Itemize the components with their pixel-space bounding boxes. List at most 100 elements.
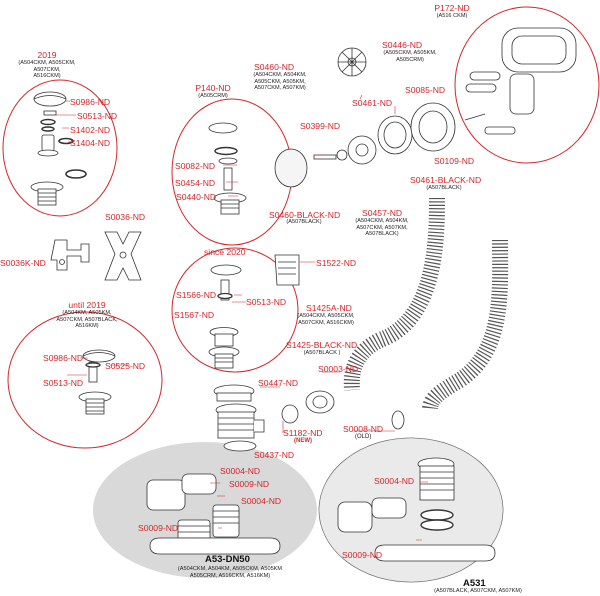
label-s0003: S0003-ND	[318, 364, 359, 374]
s0008-old-tag: (OLD)	[355, 434, 372, 440]
label-s0461: S0461-ND	[352, 98, 393, 108]
group-circle-since-2020	[171, 247, 299, 373]
s1425-black-variant: (A507BLACK )	[303, 350, 341, 356]
label-s0036k: S0036K-ND	[0, 258, 46, 268]
label-s0446: S0446-ND	[382, 40, 423, 50]
hose-short	[422, 239, 509, 411]
label-s1425-black: S1425-BLACK-ND	[286, 340, 358, 350]
label-s0454: S0454-ND	[175, 178, 216, 188]
label-s0437: S0437-ND	[254, 450, 295, 460]
group-until-2019-variant-3: A516KM)	[75, 323, 99, 330]
part-key-s1522	[274, 254, 300, 286]
label-s0440: S0440-ND	[176, 192, 217, 202]
label-s0399: S0399-ND	[300, 121, 341, 131]
part-drain-body-until-2019	[78, 391, 112, 415]
group-p140-variant: (A505CRM)	[198, 93, 228, 99]
s0460-variant-3: A507CKM, A507KM)	[254, 85, 306, 92]
group-until-2019-variant-2: A507CKM, A507BLACK,	[56, 316, 118, 323]
part-key-s0036k	[50, 239, 90, 271]
label-s1404: S1404-ND	[70, 138, 111, 148]
s0460-variants: (A504CKM, A504KM, A505CKM, A505KM, A507C…	[242, 72, 318, 92]
label-s0009-a53: S0009-ND	[138, 523, 179, 533]
part-cap-s0460	[274, 148, 308, 188]
label-s1182: S1182-ND	[283, 428, 323, 438]
group-until-2019-variant-1: (A504KM, A505KM,	[62, 310, 112, 316]
part-plug-p140	[208, 122, 247, 215]
s0446-variant-2: A505CRM)	[396, 56, 424, 63]
product-a53-variant-2: A505CRM, A516CKM, A516KM)	[189, 572, 271, 579]
s0461-black-variant: (A507BLACK)	[426, 185, 462, 191]
product-a531-code: A531	[463, 578, 486, 589]
part-assembly-a53	[146, 473, 281, 555]
label-s0008: S0008-ND	[343, 424, 384, 434]
product-a531-variants: (A507BLACK, A507CKM, A507KM)	[418, 588, 538, 595]
label-s1567: S1567-ND	[174, 310, 215, 320]
product-a53-variant-1: (A504CKM, A504KM, A505CKM, A505KM	[177, 566, 283, 572]
label-s0460: S0460-ND	[254, 62, 295, 72]
part-grille-s0446	[337, 47, 367, 77]
s0460-variant-1: (A504CKM, A504KM,	[253, 72, 307, 78]
label-s0004-a53: S0004-ND	[241, 496, 282, 506]
label-s0525: S0525-ND	[105, 361, 146, 371]
s0457-variant-2: A507CKM, A507KM,	[356, 224, 408, 231]
part-drain-body-2019	[30, 181, 64, 206]
part-ring-s0008	[391, 410, 405, 430]
product-a53-variants: (A504CKM, A504KM, A505CKM, A505KM A505CR…	[170, 566, 290, 579]
s0457-variant-3: A507BLACK)	[365, 231, 399, 238]
s0457-variants: (A504CKM, A504KM, A507CKM, A507KM, A507B…	[344, 218, 420, 238]
part-stem-until-2019	[85, 361, 101, 383]
part-assembly-a531	[337, 457, 496, 562]
part-ring-s1182	[281, 404, 299, 424]
group-circle-p172	[454, 6, 600, 164]
group-2019-variant-3: A516CKM)	[33, 73, 61, 80]
part-nut-s0003	[305, 390, 335, 414]
part-plug-since-2020	[208, 264, 242, 369]
group-p172-code: P172-ND	[434, 3, 470, 13]
s0460-variant-2: A505CKM, A505KM,	[254, 78, 306, 85]
group-2019-header: 2019 (A504CKM, A505CKM, A507CKM, A516CKM…	[2, 50, 92, 80]
group-p140-header: P140-ND (A505CRM)	[188, 83, 238, 100]
label-s1566: S1566-ND	[176, 290, 217, 300]
label-s0009-a531: S0009-ND	[342, 550, 383, 560]
label-s0085: S0085-ND	[405, 85, 446, 95]
label-s0986-until-2019: S0986-ND	[43, 353, 84, 363]
label-s0457: S0457-ND	[362, 208, 403, 218]
part-screw-s0399	[313, 149, 348, 161]
s1425a-variant-2: A507CKM, A516CKM)	[298, 319, 354, 326]
s0457-variant-1: (A504CKM, A504KM,	[355, 218, 409, 224]
s0446-variants: (A505CKM, A505KM, A505CRM)	[382, 50, 438, 63]
s1425a-variant-1: (A504CKM, A505CKM,	[297, 313, 355, 319]
group-p172-header: P172-ND (A516 CKM)	[426, 3, 478, 20]
label-s0513-until-2019: S0513-ND	[43, 378, 84, 388]
label-s1402: S1402-ND	[70, 125, 111, 135]
group-2019-year: 2019	[37, 50, 57, 60]
hose-long	[343, 197, 445, 391]
part-rings-s0461	[377, 102, 456, 155]
group-p172-variant: (A516 CKM)	[436, 13, 468, 19]
s0446-variant-1: (A505CKM, A505KM,	[383, 50, 437, 56]
label-s0004-a53-top: S0004-ND	[220, 466, 261, 476]
part-siphon-central	[213, 384, 265, 452]
group-since-2020-year: since 2020	[204, 247, 246, 257]
label-s0513-since-2020: S0513-ND	[246, 297, 287, 307]
part-overflow-s0457	[347, 135, 377, 165]
group-2019-variant-2: A507CKM,	[33, 66, 61, 73]
group-until-2019-year: until 2019	[68, 300, 106, 310]
part-plug-cap-until-2019	[82, 349, 116, 363]
group-2019-variant-1: (A504CKM, A505CKM,	[18, 60, 76, 66]
s1182-new-tag: (NEW)	[294, 438, 312, 444]
label-s0513-2019: S0513-ND	[77, 111, 118, 121]
label-s0461-black: S0461-BLACK-ND	[410, 175, 482, 185]
part-overflow-plate-p172	[464, 27, 577, 135]
label-s0004-a531: S0004-ND	[374, 476, 415, 486]
group-until-2019-header: until 2019 (A504KM, A505KM, A507CKM, A50…	[42, 300, 132, 330]
s1425a-variants: (A504CKM, A505CKM, A507CKM, A516CKM)	[290, 313, 362, 326]
leader-lines	[56, 94, 428, 541]
product-a53-code: A53-DN50	[205, 554, 250, 565]
label-s0036: S0036-ND	[105, 212, 146, 222]
label-s1425a: S1425A-ND	[306, 303, 352, 313]
label-s0082: S0082-ND	[175, 161, 216, 171]
part-orings-2019	[37, 110, 87, 179]
